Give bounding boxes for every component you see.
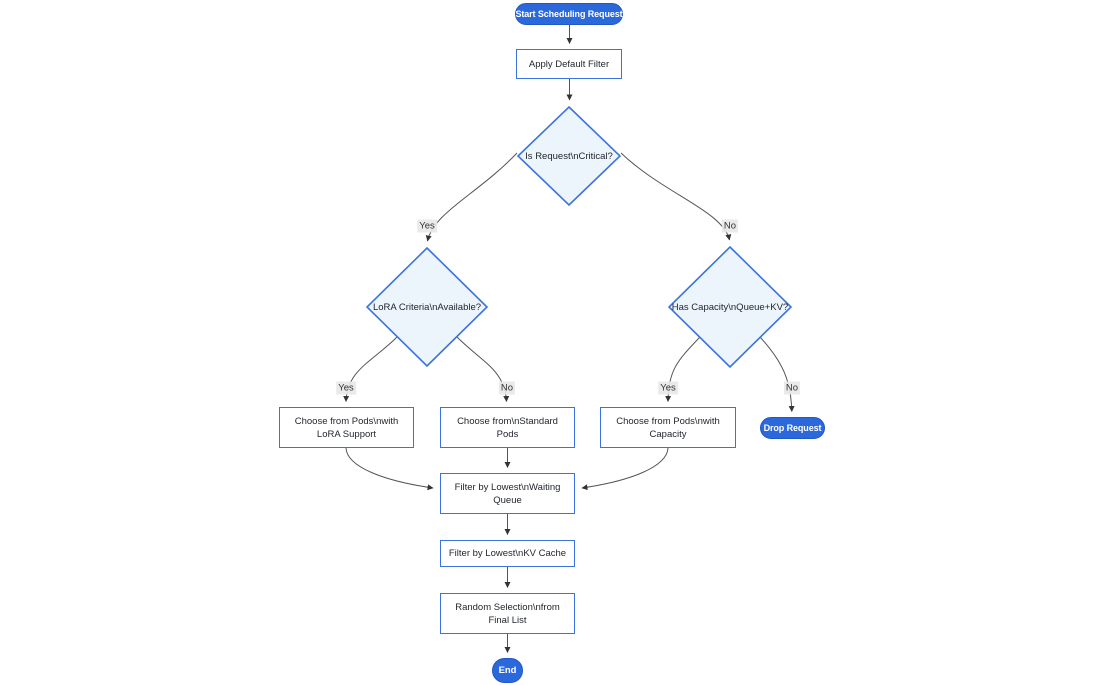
node-random-selection-line1: Random Selection\nfrom [455, 601, 560, 613]
node-filter-waiting-queue-line2: Queue [493, 494, 522, 506]
node-has-capacity: Has Capacity\nQueue+KV? [668, 246, 792, 368]
node-choose-lora-pods-line2: LoRA Support [316, 428, 377, 440]
node-start: Start Scheduling Request [515, 3, 623, 25]
node-choose-standard-pods: Choose from\nStandard Pods [440, 407, 575, 448]
node-choose-capacity-pods-line2: Capacity [649, 428, 687, 440]
edge-label-critical-yes: Yes [417, 219, 437, 233]
node-random-selection-line2: Final List [488, 614, 527, 626]
edge-label-lora-no: No [498, 381, 516, 395]
edge-label-lora-yes: Yes [336, 381, 356, 395]
diamond-shape [517, 106, 621, 206]
edge-capacity-no [759, 336, 795, 412]
node-filter-waiting-queue-line1: Filter by Lowest\nWaiting [454, 481, 561, 493]
node-has-capacity-label: Has Capacity\nQueue+KV? [671, 301, 789, 313]
edge-critical-yes [425, 152, 518, 242]
edge-label-capacity-no: No [783, 381, 801, 395]
diamond-shape [366, 247, 488, 367]
node-drop-request-label: Drop Request [763, 422, 822, 433]
edge-capacitypods-filter [581, 447, 669, 491]
node-apply-default-filter: Apply Default Filter [516, 49, 622, 79]
node-is-critical-label: Is Request\nCritical? [525, 150, 613, 162]
node-choose-capacity-pods-line1: Choose from Pods\nwith [616, 415, 720, 427]
node-filter-kv-cache: Filter by Lowest\nKV Cache [440, 540, 575, 567]
node-random-selection: Random Selection\nfrom Final List [440, 593, 575, 634]
node-is-critical: Is Request\nCritical? [517, 106, 621, 206]
node-drop-request: Drop Request [760, 417, 825, 439]
node-lora-criteria-label: LoRA Criteria\nAvailable? [372, 301, 482, 313]
node-filter-waiting-queue: Filter by Lowest\nWaiting Queue [440, 473, 575, 514]
node-apply-default-filter-label: Apply Default Filter [528, 58, 610, 70]
node-choose-capacity-pods: Choose from Pods\nwith Capacity [600, 407, 736, 448]
node-end: End [492, 658, 523, 683]
node-end-label: End [498, 665, 517, 676]
edge-label-critical-no: No [721, 219, 739, 233]
node-choose-lora-pods-line1: Choose from Pods\nwith [294, 415, 399, 427]
edge-lorapods-filter [345, 447, 434, 491]
edge-label-capacity-yes: Yes [658, 381, 678, 395]
node-lora-criteria: LoRA Criteria\nAvailable? [366, 247, 488, 367]
diamond-shape [668, 246, 792, 368]
node-choose-standard-pods-line2: Pods [496, 428, 519, 440]
node-choose-standard-pods-line1: Choose from\nStandard [457, 415, 558, 427]
edge-critical-no [620, 152, 732, 241]
node-start-label: Start Scheduling Request [515, 8, 623, 19]
node-choose-lora-pods: Choose from Pods\nwith LoRA Support [279, 407, 414, 448]
node-filter-kv-cache-label: Filter by Lowest\nKV Cache [448, 548, 567, 559]
